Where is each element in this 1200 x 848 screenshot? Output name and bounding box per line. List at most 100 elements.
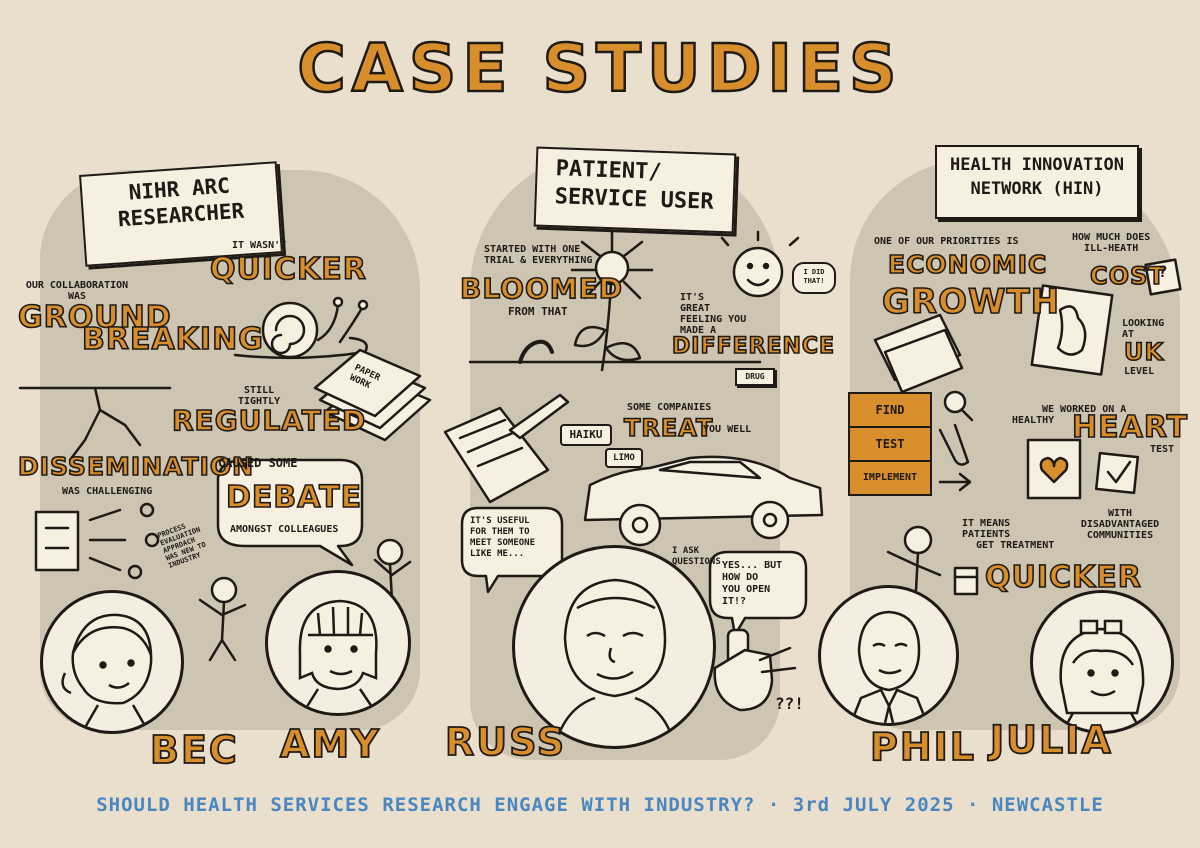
note-priorities: ONE OF OUR PRIORITIES IS <box>874 236 1019 247</box>
face-icon <box>849 610 929 723</box>
note-line: HOW MUCH DOES <box>1072 232 1151 243</box>
note-line: YOU OPEN <box>722 584 771 595</box>
note-yes: YES... BUT HOW DO YOU OPEN IT!? <box>722 560 782 608</box>
note-cost: COST <box>1089 261 1166 291</box>
note-from: FROM THAT <box>508 305 568 318</box>
note-level: LEVEL <box>1124 366 1155 377</box>
test-tube-icon <box>938 423 970 466</box>
cost-question-icon <box>1144 258 1182 296</box>
hand-bottle-icon <box>713 628 797 712</box>
note-bloomed: BLOOMED <box>459 271 624 306</box>
note-debate: DEBATE <box>225 479 363 516</box>
name-phil: PHIL <box>869 724 977 770</box>
note-heart: HEART <box>1071 409 1189 446</box>
note-line: STARTED WITH ONE <box>484 244 581 255</box>
face-icon <box>553 578 677 746</box>
name-julia: JULIA <box>989 717 1113 763</box>
step-test: TEST <box>848 426 932 462</box>
smiley-icon <box>720 230 800 298</box>
document-icon <box>34 502 160 580</box>
money-icon <box>873 313 964 394</box>
note-challenging: WAS CHALLENGING <box>62 486 153 497</box>
note-ground: GROUND <box>17 299 172 336</box>
note-line: FOR THEM TO <box>470 527 530 537</box>
note-howmuch: HOW MUCH DOES ILL-HEATH <box>1072 232 1150 254</box>
note-line: LOOKING <box>1122 318 1165 329</box>
note-great: IT'S GREAT FEELING YOU MADE A <box>680 292 746 336</box>
note-with: WITH DISADVANTAGED COMMUNITIES <box>1060 508 1180 541</box>
flower-icon <box>468 228 762 372</box>
note-still: STILL TIGHTLY <box>238 385 280 407</box>
portrait-phil <box>818 585 959 726</box>
note-line: WITH <box>1107 508 1133 519</box>
face-icon <box>61 613 153 731</box>
note-growth: GROWTH <box>881 281 1061 323</box>
note-economic: ECONOMIC <box>887 249 1048 280</box>
heading-line: SERVICE USER <box>554 184 715 215</box>
note-line: HOW DO <box>722 572 759 583</box>
note-line: YES... BUT <box>722 560 783 571</box>
note-uk: UK <box>1123 337 1165 367</box>
note-amongst: AMONGST COLLEAGUES <box>230 524 339 535</box>
note-useful: IT'S USEFUL FOR THEM TO MEET SOMEONE LIK… <box>470 516 535 560</box>
note-line: THAT! <box>803 277 825 285</box>
note-line: LIKE ME... <box>470 549 525 559</box>
hin-heading: HEALTH INNOVATION NETWORK (HIN) <box>935 145 1139 219</box>
step-implement: IMPLEMENT <box>848 460 932 496</box>
footer-caption: SHOULD HEALTH SERVICES RESEARCH ENGAGE W… <box>96 794 1104 816</box>
note-line: WE WORKED ON A <box>1042 404 1127 415</box>
note-line: QUESTIONS <box>672 557 721 567</box>
note-breaking: BREAKING <box>81 321 264 358</box>
note-test: TEST <box>1150 444 1175 455</box>
note-some: SOME COMPANIES <box>627 402 712 413</box>
name-amy: AMY <box>279 721 381 767</box>
limo-car-icon <box>583 455 824 547</box>
note-qmark: ? <box>1158 262 1168 281</box>
note-line: STILL <box>244 385 275 396</box>
page-title: CASE STUDIES <box>296 29 903 109</box>
stick-figure-icon <box>198 538 412 662</box>
note-line: AT <box>1122 329 1135 340</box>
notepad-icon <box>443 393 570 504</box>
note-quicker: QUICKER <box>209 251 367 288</box>
note-wasnt: IT WASN'T <box>232 240 287 251</box>
step-find: FIND <box>848 392 932 428</box>
note-youwell: YOU WELL <box>703 424 752 435</box>
note-line: TIGHTLY <box>238 396 281 407</box>
note-line: IT!? <box>722 596 747 607</box>
drug-label: DRUG <box>735 368 775 386</box>
note-ask: I ASK QUESTIONS <box>672 546 721 568</box>
note-line: GET TREATMENT <box>976 540 1055 551</box>
portrait-bec <box>40 590 184 734</box>
uk-map-icon <box>1030 284 1114 376</box>
portrait-amy <box>265 570 411 716</box>
didthat-bubble: I DID THAT! <box>792 262 836 294</box>
note-line: WAS <box>67 291 87 302</box>
name-russ: RUSS <box>444 719 567 765</box>
note-caused: CAUSED SOME <box>218 456 298 470</box>
note-started: STARTED WITH ONE TRIAL & EVERYTHING <box>484 244 592 266</box>
checkbox-icon <box>1094 451 1140 495</box>
limo-label: LIMO <box>605 448 643 468</box>
portrait-russ <box>512 545 716 749</box>
note-line: TRIAL & EVERYTHING <box>484 255 593 266</box>
ground-crack-icon <box>18 386 172 462</box>
note-line: HEALTHY <box>1012 415 1055 426</box>
note-treat: TREAT <box>623 413 714 443</box>
question-bubble <box>708 550 808 637</box>
haiku-label: HAIKU <box>560 424 612 446</box>
heading-line: NETWORK (HIN) <box>970 179 1104 199</box>
note-qmarks: ??! <box>775 694 804 713</box>
paperwork-icon <box>313 348 432 442</box>
medicine-icon <box>953 566 979 596</box>
magnifier-icon <box>943 390 974 422</box>
note-line: MEET SOMEONE <box>470 538 536 548</box>
note-line: IT'S USEFUL <box>470 516 530 526</box>
note-line: ILL-HEATH <box>1084 243 1139 254</box>
portrait-julia <box>1030 590 1174 734</box>
didthat-text: I DID THAT! <box>794 264 834 286</box>
note-line: IT'S <box>680 292 705 303</box>
note-line: OUR COLLABORATION <box>25 280 129 291</box>
